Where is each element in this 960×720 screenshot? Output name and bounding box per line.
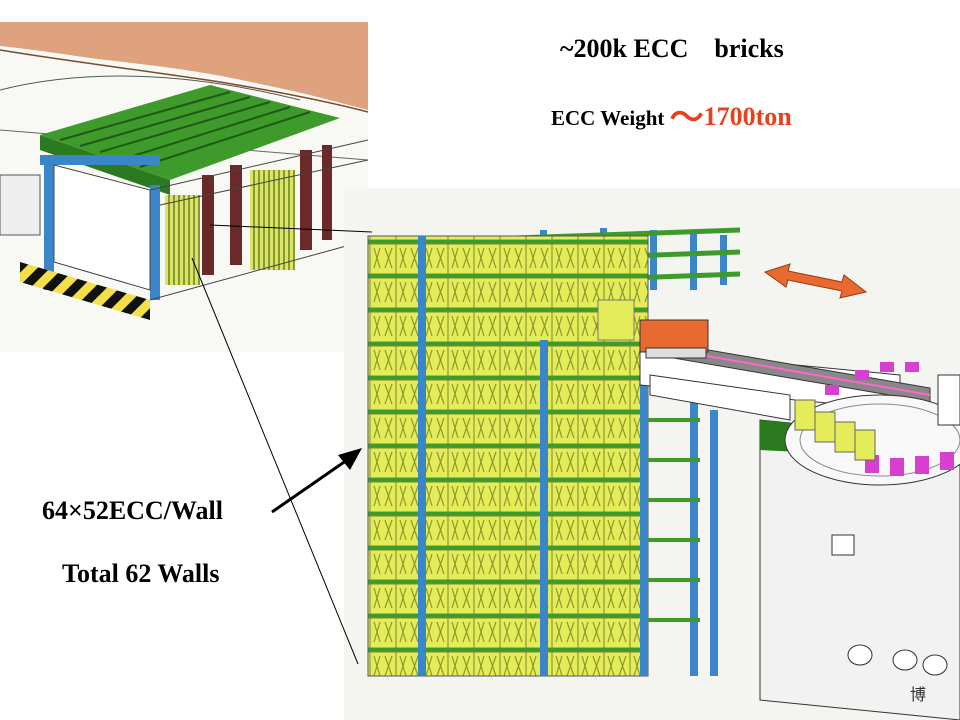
pointer-arrow-icon: [271, 448, 362, 514]
double-arrow-icon: [763, 263, 868, 299]
wall-dimensions-label: 64×52ECC/Wall: [42, 496, 223, 525]
leader-line-bottom: [191, 257, 359, 665]
weight-value: 1700ton: [703, 102, 792, 131]
signature-mark: 博: [910, 685, 926, 704]
wall-total-label: Total 62 Walls: [62, 559, 220, 588]
wall-closeup: [344, 188, 960, 720]
brick-count-title: ~200k ECC bricks: [560, 34, 784, 63]
weight-title: ECC Weight ～1700ton: [551, 90, 792, 139]
weight-tilde: ～: [669, 100, 704, 137]
leader-line-top: [209, 224, 373, 233]
weight-prefix: ECC Weight: [551, 106, 670, 130]
overview-panel: [0, 22, 369, 352]
